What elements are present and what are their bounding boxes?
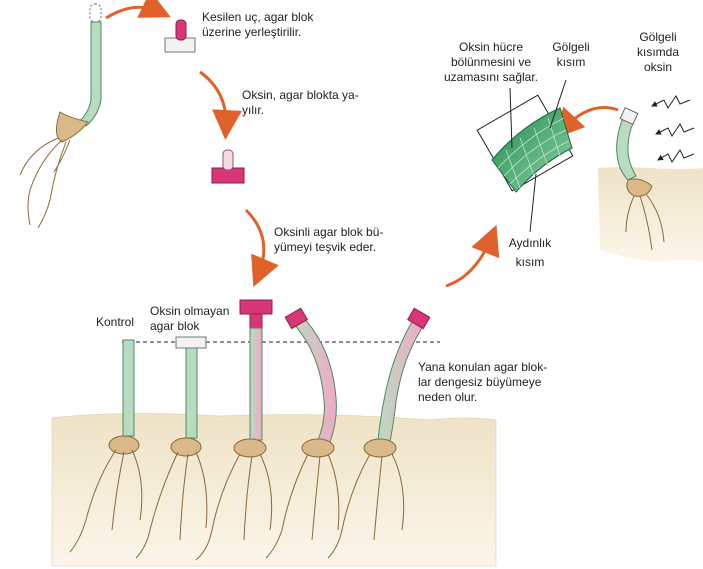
step3-line2: yümeyi teşvik eder. <box>274 240 377 254</box>
shoot-tip-faded <box>222 149 234 171</box>
arrow-to-diffusion <box>199 70 242 140</box>
lit-side-label: Aydınlık kısım <box>502 236 558 270</box>
roots <box>19 137 71 229</box>
auxin-line2: bölünmesini ve <box>450 55 532 69</box>
side-line2: lar dengesiz büyümeye <box>418 375 542 389</box>
shaded-line1: Gölgeli <box>552 40 590 54</box>
seedling-side-2 <box>327 307 431 559</box>
no-auxin-label: Oksin olmayan agar blok <box>150 304 260 334</box>
auxin-line1: Oksin hücre <box>458 40 524 54</box>
shoot-tip <box>175 19 187 41</box>
step3-line1: Oksinli agar blok bü- <box>274 225 384 239</box>
seedling-control <box>69 339 143 553</box>
magnified-cells <box>476 79 574 233</box>
seedling-stem <box>77 21 102 127</box>
tip-box <box>619 106 639 126</box>
step1-line2: üzerine yerleştirilir. <box>202 25 302 39</box>
step2-text: Oksin, agar blokta ya- yılır. <box>242 88 372 118</box>
step1-text: Kesilen uç, agar blok üzerine yerleştiri… <box>202 10 342 40</box>
seed <box>56 111 89 143</box>
auxin-function-label: Oksin hücre bölünmesini ve uzamasını sağ… <box>436 40 546 85</box>
tip-on-agar <box>164 19 196 53</box>
step2-line1: Oksin, agar blokta ya- <box>242 88 359 102</box>
step1-line1: Kesilen uç, agar blok <box>202 10 314 24</box>
no-auxin-line1: Oksin olmayan <box>150 304 230 318</box>
light-rays <box>651 95 695 163</box>
seedling-side-1 <box>265 307 340 559</box>
step3-text: Oksinli agar blok bü- yümeyi teşvik eder… <box>274 225 412 255</box>
auxin-line3: uzamasını sağlar. <box>443 70 539 84</box>
bent-seedling <box>616 106 665 251</box>
shaded-auxin-line3: oksin <box>643 60 672 74</box>
shaded-auxin-line2: kısımda <box>636 45 679 59</box>
diffused-agar <box>211 149 245 184</box>
shaded-line2: kısım <box>556 55 586 69</box>
control-label: Kontrol <box>96 315 135 329</box>
shaded-auxin-line1: Gölgeli <box>639 30 677 44</box>
arrow-to-magnified <box>553 106 619 139</box>
seedling-auxin-top <box>195 299 273 561</box>
seedling-no-auxin <box>135 336 208 559</box>
arrow-to-growth <box>244 208 279 288</box>
arrow-to-inset <box>445 224 500 288</box>
soil-patch-right <box>598 167 703 262</box>
shaded-auxin-label: Gölgeli kısımda oksin <box>628 30 688 75</box>
side-agar-block-1 <box>284 307 308 330</box>
lit-line2: kısım <box>515 255 545 269</box>
removed-tip-outline <box>89 3 102 23</box>
step2-line2: yılır. <box>242 103 265 117</box>
side-line3: neden olur. <box>418 390 478 404</box>
shaded-side-label: Gölgeli kısım <box>548 40 594 70</box>
side-agar-block-2 <box>407 307 431 330</box>
side-block-label: Yana konulan agar blok- lar dengesiz büy… <box>418 360 578 405</box>
cut-seedling <box>19 3 102 229</box>
arrow-to-agar <box>105 0 171 20</box>
no-auxin-line2: agar blok <box>150 319 200 333</box>
plain-agar-block <box>175 336 207 349</box>
lit-line1: Aydınlık <box>508 236 552 250</box>
side-line1: Yana konulan agar blok- <box>418 360 548 374</box>
